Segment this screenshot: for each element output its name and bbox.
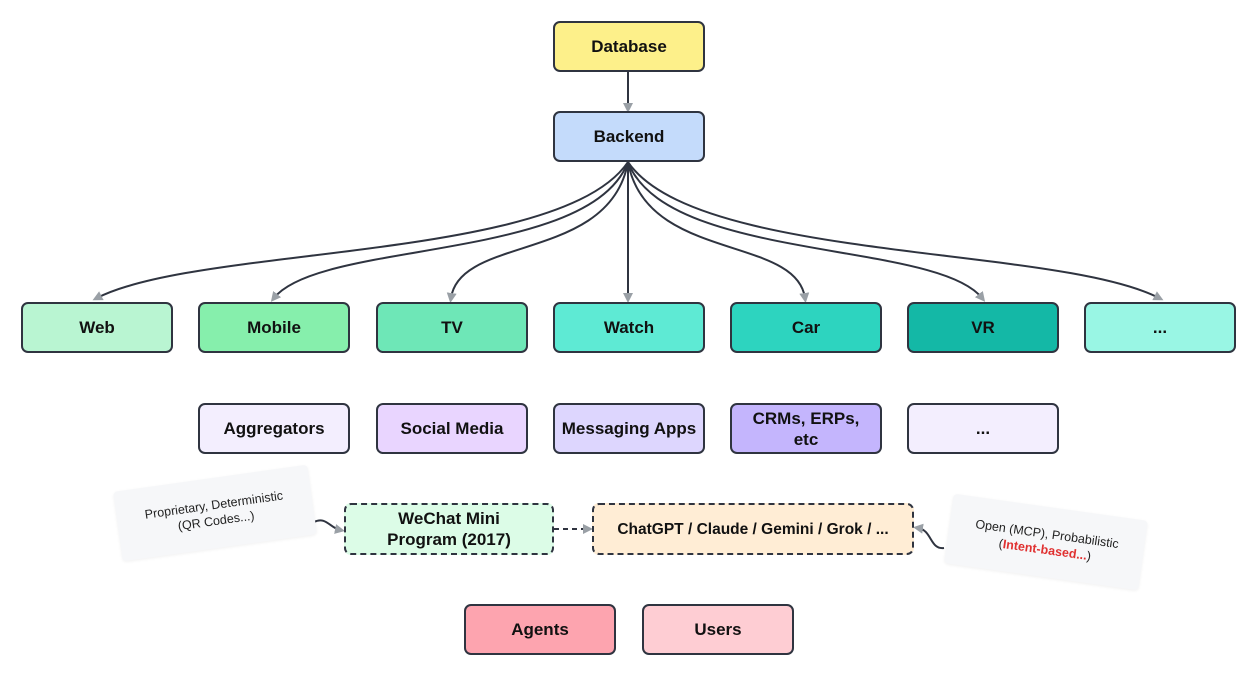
channel-mobile: Mobile	[198, 302, 350, 353]
arrow-backend-vr	[627, 161, 986, 302]
backend-node: Backend	[553, 111, 705, 162]
arrow-right-note	[913, 523, 945, 550]
channel-web: Web	[21, 302, 173, 353]
platform-social-media: Social Media	[376, 403, 528, 454]
channel-car: Car	[730, 302, 882, 353]
platform-more: ...	[907, 403, 1059, 454]
database-node: Database	[553, 21, 705, 72]
channel-watch: Watch	[553, 302, 705, 353]
open-note-paren-close: )	[1085, 548, 1092, 564]
platform-crms-erps: CRMs, ERPs, etc	[730, 403, 882, 454]
platform-messaging-apps: Messaging Apps	[553, 403, 705, 454]
arrow-backend-more	[627, 161, 1164, 301]
arrow-backend-web	[92, 161, 629, 301]
arrow-left-note	[313, 519, 345, 534]
arrow-backend-mobile	[270, 161, 629, 302]
channel-tv: TV	[376, 302, 528, 353]
arrow-backend-tv	[446, 161, 629, 303]
platform-aggregators: Aggregators	[198, 403, 350, 454]
agents-node: Agents	[464, 604, 616, 655]
users-node: Users	[642, 604, 794, 655]
arrow-backend-car	[627, 161, 810, 303]
wechat-mini-program-node: WeChat Mini Program (2017)	[344, 503, 554, 555]
channel-vr: VR	[907, 302, 1059, 353]
llm-assistants-node: ChatGPT / Claude / Gemini / Grok / ...	[592, 503, 914, 555]
channel-more: ...	[1084, 302, 1236, 353]
